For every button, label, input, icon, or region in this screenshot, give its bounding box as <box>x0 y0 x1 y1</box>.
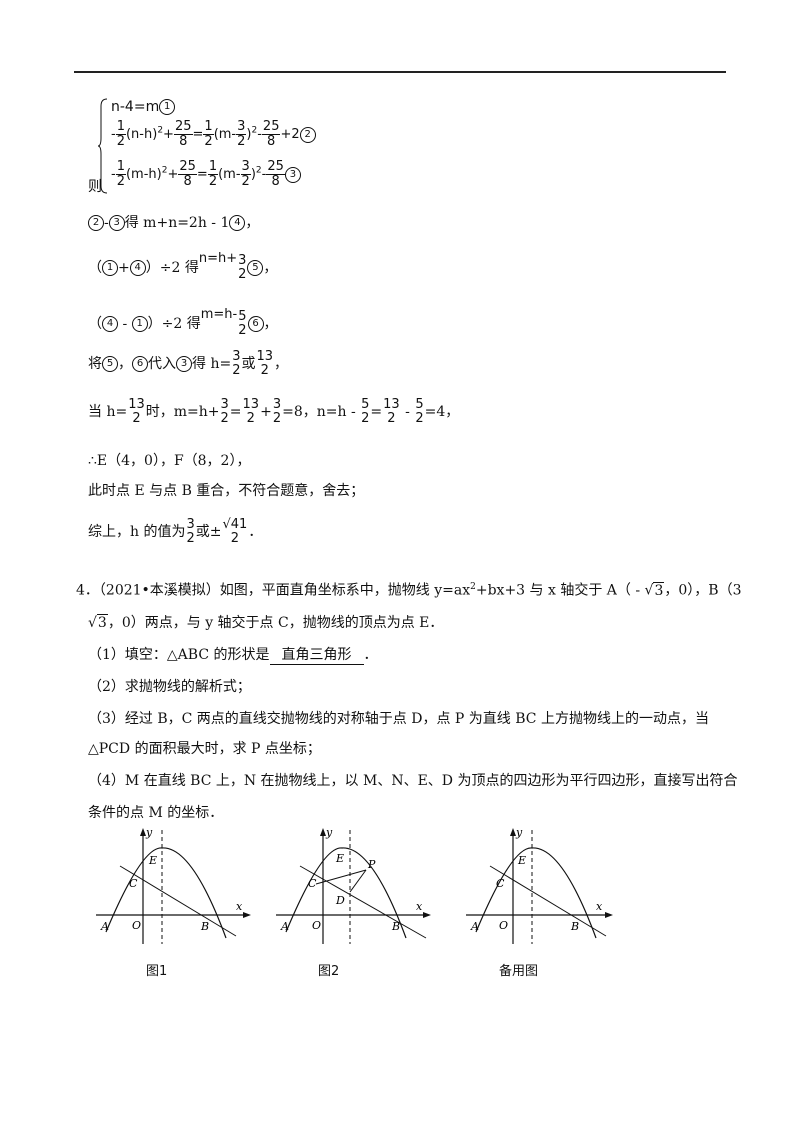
fig2-d-label: D <box>335 894 345 907</box>
fig2-o-label: O <box>312 919 321 932</box>
fig3-a-label: A <box>470 920 479 933</box>
fig1-o-label: O <box>132 919 141 932</box>
fig1-y-label: y <box>145 826 153 839</box>
fig2-c-label: C <box>308 877 317 890</box>
problem-line-1: 4．（2021•本溪模拟）如图，平面直角坐标系中，抛物线 y=ax2+bx+3 … <box>76 581 742 599</box>
solution-line-6: ∴E（4，0），F（8，2）， <box>88 453 251 469</box>
figure-1-caption: 图1 <box>146 964 168 979</box>
fig3-y-label: y <box>515 826 523 839</box>
question-3b: △PCD 的面积最大时，求 P 点坐标； <box>88 741 321 757</box>
fig2-y-label: y <box>325 826 333 839</box>
question-2: （2）求抛物线的解析式； <box>88 679 251 695</box>
ze-label: 则 <box>88 179 102 195</box>
fig1-a-label: A <box>100 920 109 933</box>
fig2-p-label: P <box>367 858 376 871</box>
fig1-x-label: x <box>236 900 243 913</box>
fig1-e-label: E <box>148 854 157 867</box>
figure-1: y x O A B C E <box>96 826 251 944</box>
header-rule <box>74 71 726 73</box>
figure-3-caption: 备用图 <box>499 964 539 979</box>
circled-3: 3 <box>284 166 301 183</box>
fig3-x-label: x <box>596 900 603 913</box>
fig3-e-label: E <box>517 854 526 867</box>
fig3-o-label: O <box>499 919 508 932</box>
eq1-text: n-4=m <box>111 99 160 115</box>
figure-3: y x O A B C E <box>466 826 613 944</box>
fig1-c-label: C <box>129 877 138 890</box>
figure-2: y x O A B C E D P <box>276 826 431 944</box>
figure-2-caption: 图2 <box>318 964 340 979</box>
fig2-e-label: E <box>335 852 344 865</box>
circled-2: 2 <box>299 126 316 143</box>
fig2-b-label: B <box>391 920 400 933</box>
question-4a: （4）M 在直线 BC 上，N 在抛物线上，以 M、N、E、D 为顶点的四边形为… <box>88 773 738 789</box>
fig2-x-label: x <box>416 900 423 913</box>
fig2-a-label: A <box>280 920 289 933</box>
solution-line-7: 此时点 E 与点 B 重合，不符合题意，舍去； <box>88 483 365 499</box>
fig3-b-label: B <box>570 920 579 933</box>
fig1-b-label: B <box>200 920 209 933</box>
problem-line-2: √3，0）两点，与 y 轴交于点 C，抛物线的顶点为点 E． <box>88 614 444 631</box>
answer-blank: 直角三角形 <box>269 646 364 665</box>
circled-1: 1 <box>159 99 176 115</box>
question-4b: 条件的点 M 的坐标． <box>88 805 224 821</box>
left-brace <box>98 98 108 194</box>
question-1: （1）填空：△ABC 的形状是直角三角形． <box>88 646 378 665</box>
question-3a: （3）经过 B，C 两点的直线交抛物线的对称轴于点 D，点 P 为直线 BC 上… <box>88 711 709 727</box>
fig3-c-label: C <box>496 877 505 890</box>
